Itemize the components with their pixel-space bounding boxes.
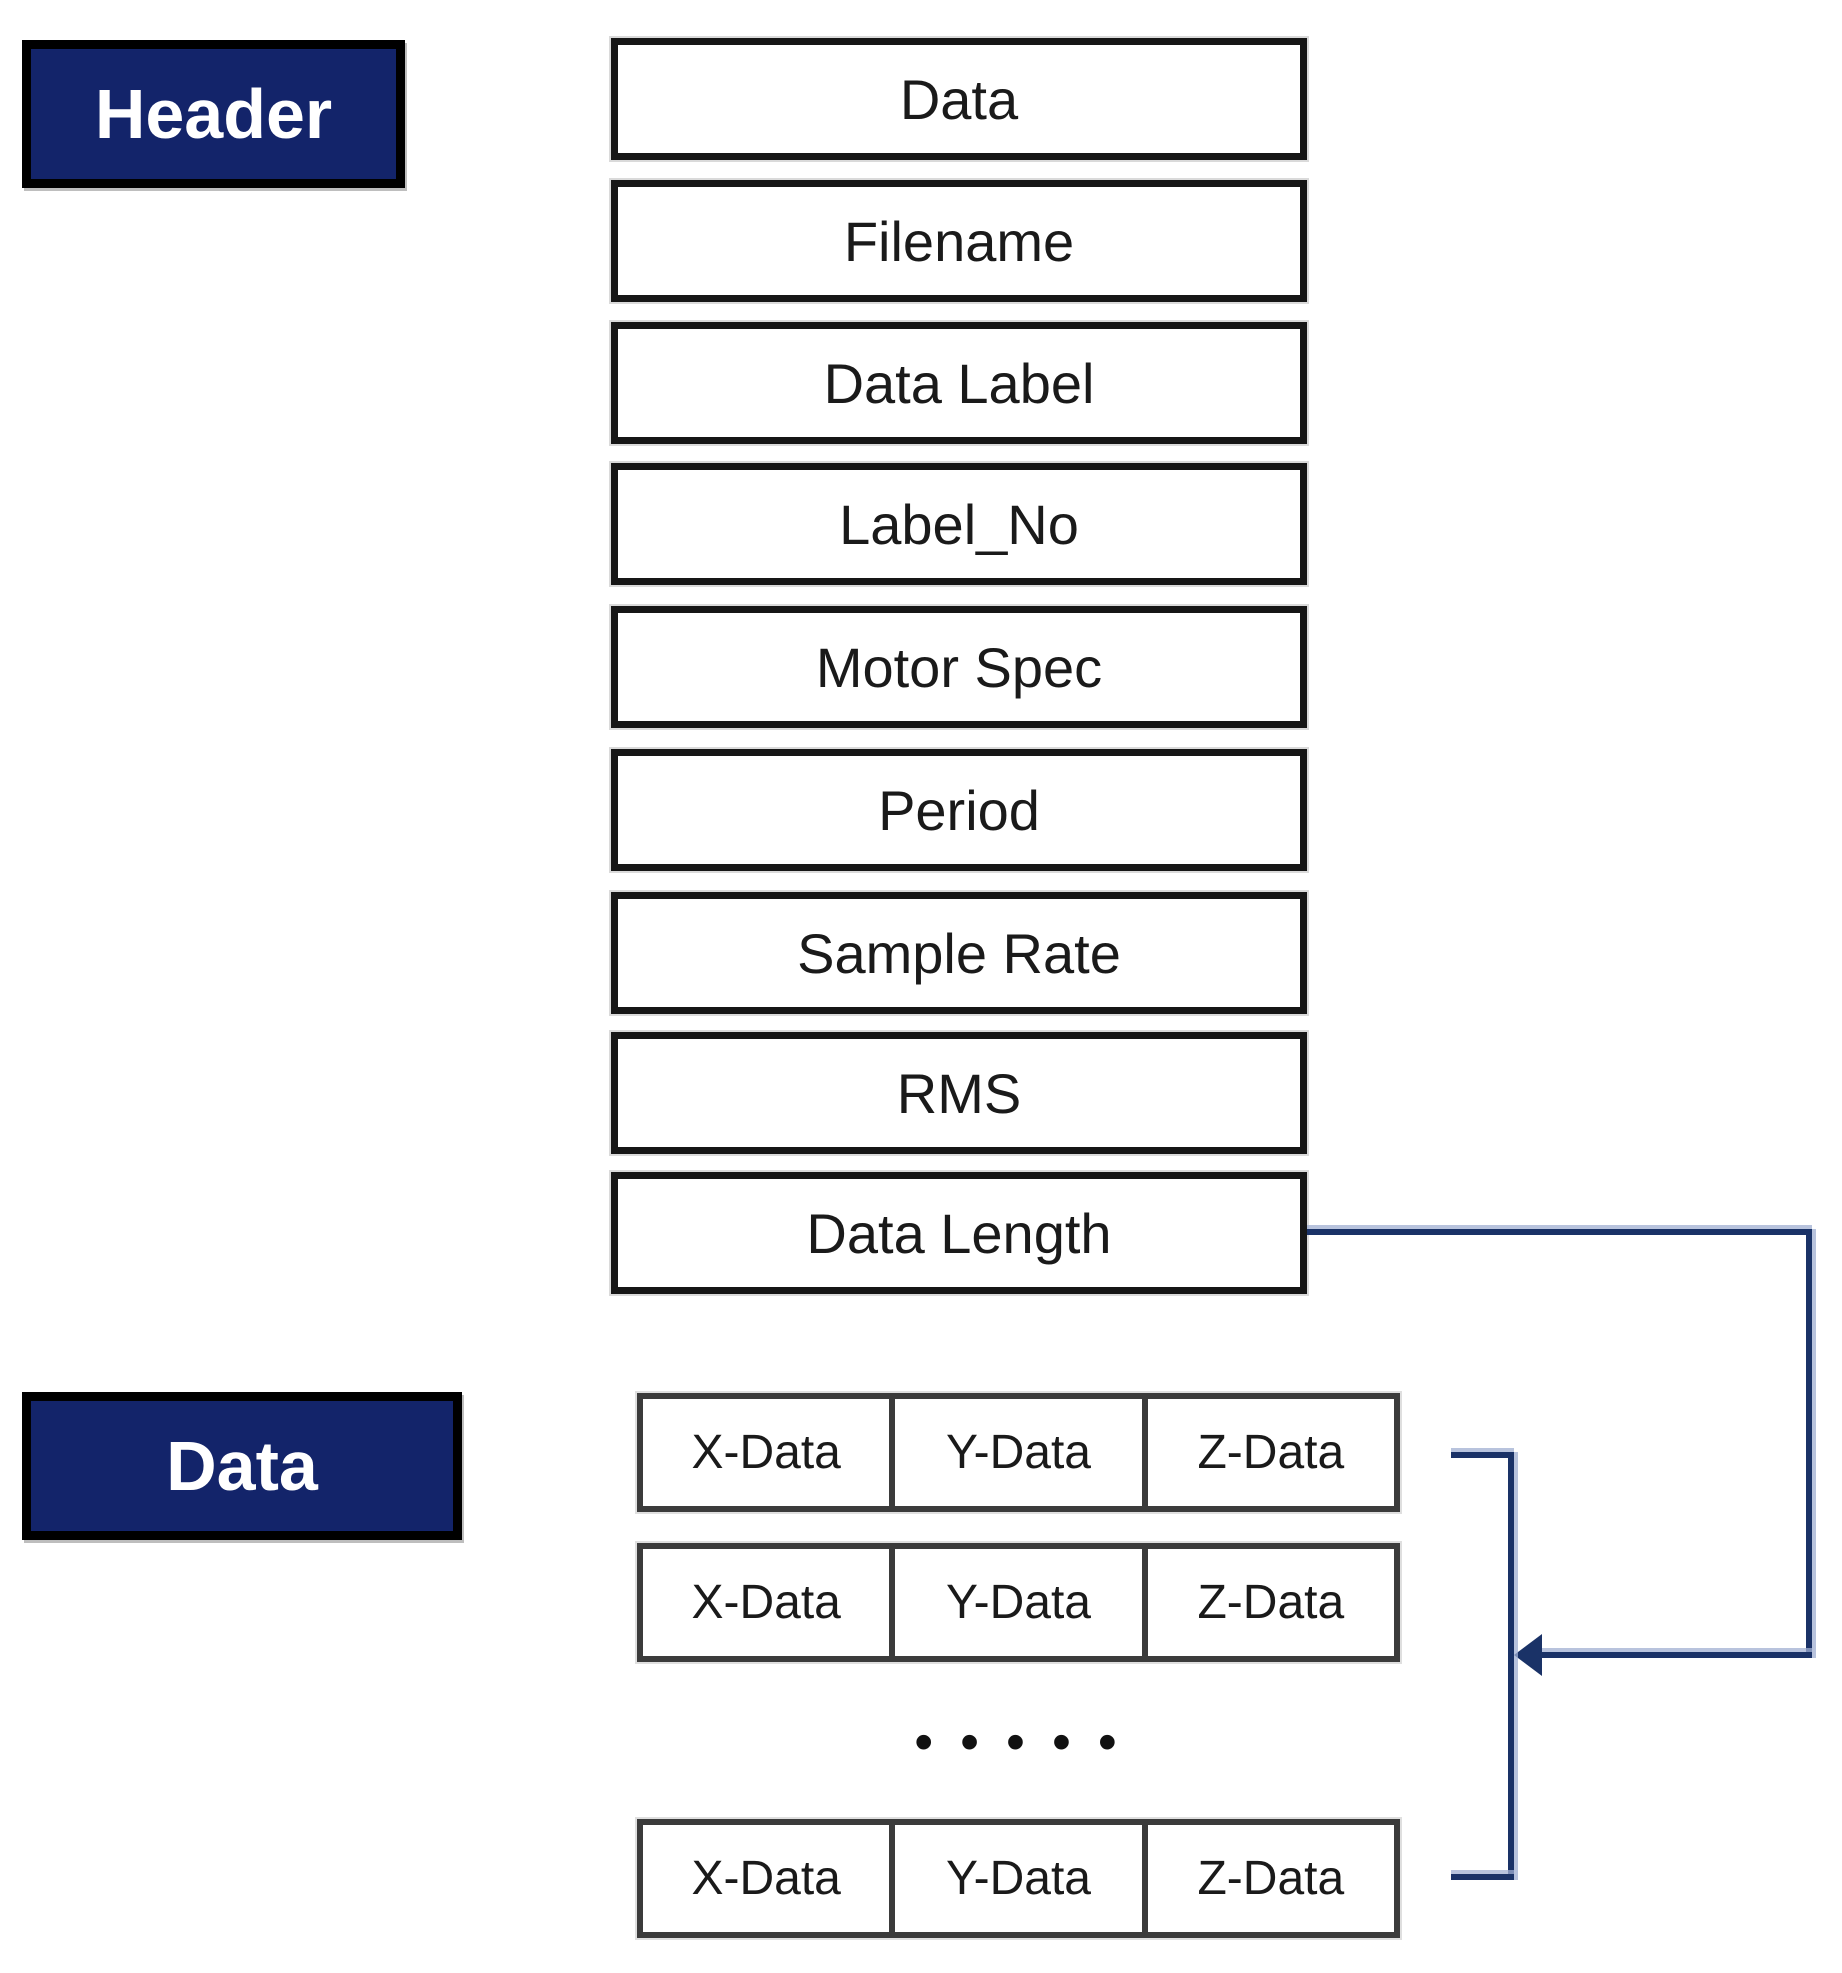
data-row-2: X-Data Y-Data Z-Data	[637, 1543, 1400, 1662]
connector-bottom-horizontal-line	[1540, 1652, 1812, 1658]
bracket-top-tick	[1451, 1452, 1514, 1458]
header-field-rms: RMS	[611, 1032, 1307, 1154]
header-field-filename: Filename	[611, 180, 1307, 302]
row2-x-data-cell: X-Data	[691, 1576, 841, 1629]
header-field-period: Period	[611, 749, 1307, 871]
row2-z-data-cell: Z-Data	[1141, 1549, 1394, 1656]
row1-x-data-cell: X-Data	[691, 1426, 841, 1479]
left-arrowhead-icon	[1514, 1634, 1542, 1676]
header-field-data-label: Data Label	[611, 322, 1307, 444]
row1-z-data-cell: Z-Data	[1141, 1399, 1394, 1506]
row1-y-data-cell: Y-Data	[889, 1399, 1141, 1506]
data-section-label: Data	[22, 1392, 462, 1540]
ellipsis-dots: • • • • •	[914, 1712, 1123, 1772]
header-field-data: Data	[611, 38, 1307, 160]
data-row-1: X-Data Y-Data Z-Data	[637, 1393, 1400, 1512]
header-field-sample-rate: Sample Rate	[611, 892, 1307, 1014]
connector-right-vertical-line	[1806, 1229, 1812, 1658]
data-row-3: X-Data Y-Data Z-Data	[637, 1819, 1400, 1938]
connector-top-horizontal-line	[1307, 1229, 1812, 1235]
row3-z-data-cell: Z-Data	[1141, 1825, 1394, 1932]
bracket-bottom-tick	[1451, 1874, 1514, 1880]
header-section-label: Header	[22, 40, 405, 188]
row2-y-data-cell: Y-Data	[889, 1549, 1141, 1656]
row3-x-data-cell: X-Data	[691, 1852, 841, 1905]
row3-y-data-cell: Y-Data	[889, 1825, 1141, 1932]
header-field-motor-spec: Motor Spec	[611, 606, 1307, 728]
header-field-label-no: Label_No	[611, 463, 1307, 585]
bracket-vertical-line	[1508, 1452, 1514, 1880]
header-field-data-length: Data Length	[611, 1172, 1307, 1294]
